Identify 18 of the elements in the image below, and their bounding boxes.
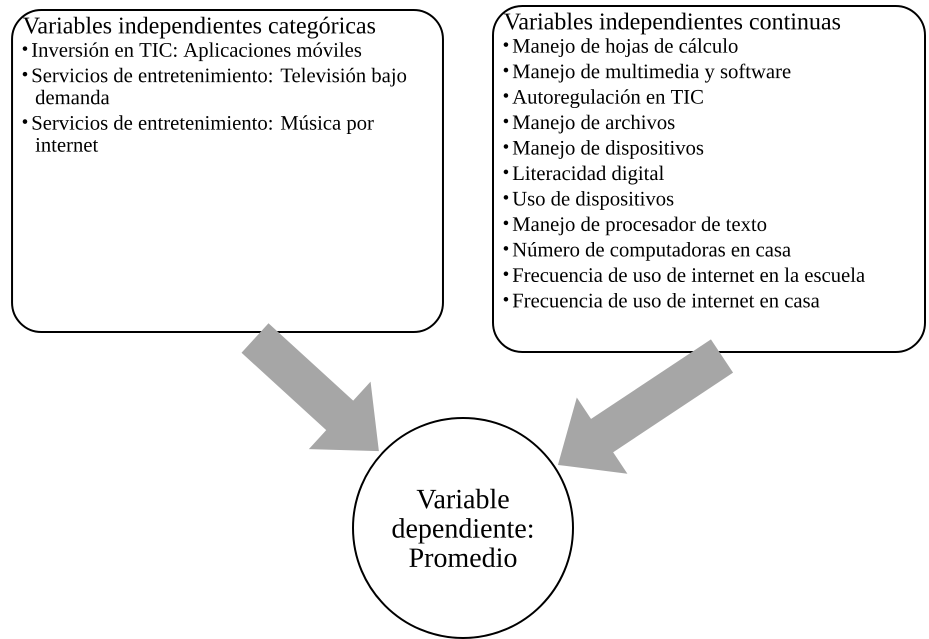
bullet-item: Literacidad digital xyxy=(512,166,664,184)
bullet-item: Número de computadoras en casa xyxy=(512,242,791,261)
bullet-item: Inversión en TIC: Aplicaciones móviles xyxy=(32,42,362,62)
rounded-box xyxy=(11,9,444,333)
bullet-item: Uso de dispositivos xyxy=(512,191,674,210)
bullet-item: Servicios de entretenimiento: Televisión bajo demanda xyxy=(32,68,406,104)
bullet-item: Manejo de dispositivos xyxy=(512,140,704,159)
bullet-item: Manejo de procesador de texto xyxy=(512,216,766,236)
bullet-item: Frecuencia de uso de internet en la escuela xyxy=(512,268,865,282)
bullet-item: Manejo de hojas de cálculo xyxy=(512,38,738,58)
bullet-item: Autoregulación en TIC xyxy=(512,89,703,108)
bullet-item: Manejo de archivos xyxy=(512,114,674,134)
bullet-item: Frecuencia de uso de internet en casa xyxy=(512,292,820,308)
heading: Variables independientes categóricas xyxy=(22,16,376,39)
bullet-item: Manejo de multimedia y software xyxy=(512,64,790,83)
bullet-item: Servicios de entretenimiento: Música por internet xyxy=(32,115,374,152)
rounded-box xyxy=(492,5,926,353)
heading: Variables independientes continuas xyxy=(504,12,840,34)
